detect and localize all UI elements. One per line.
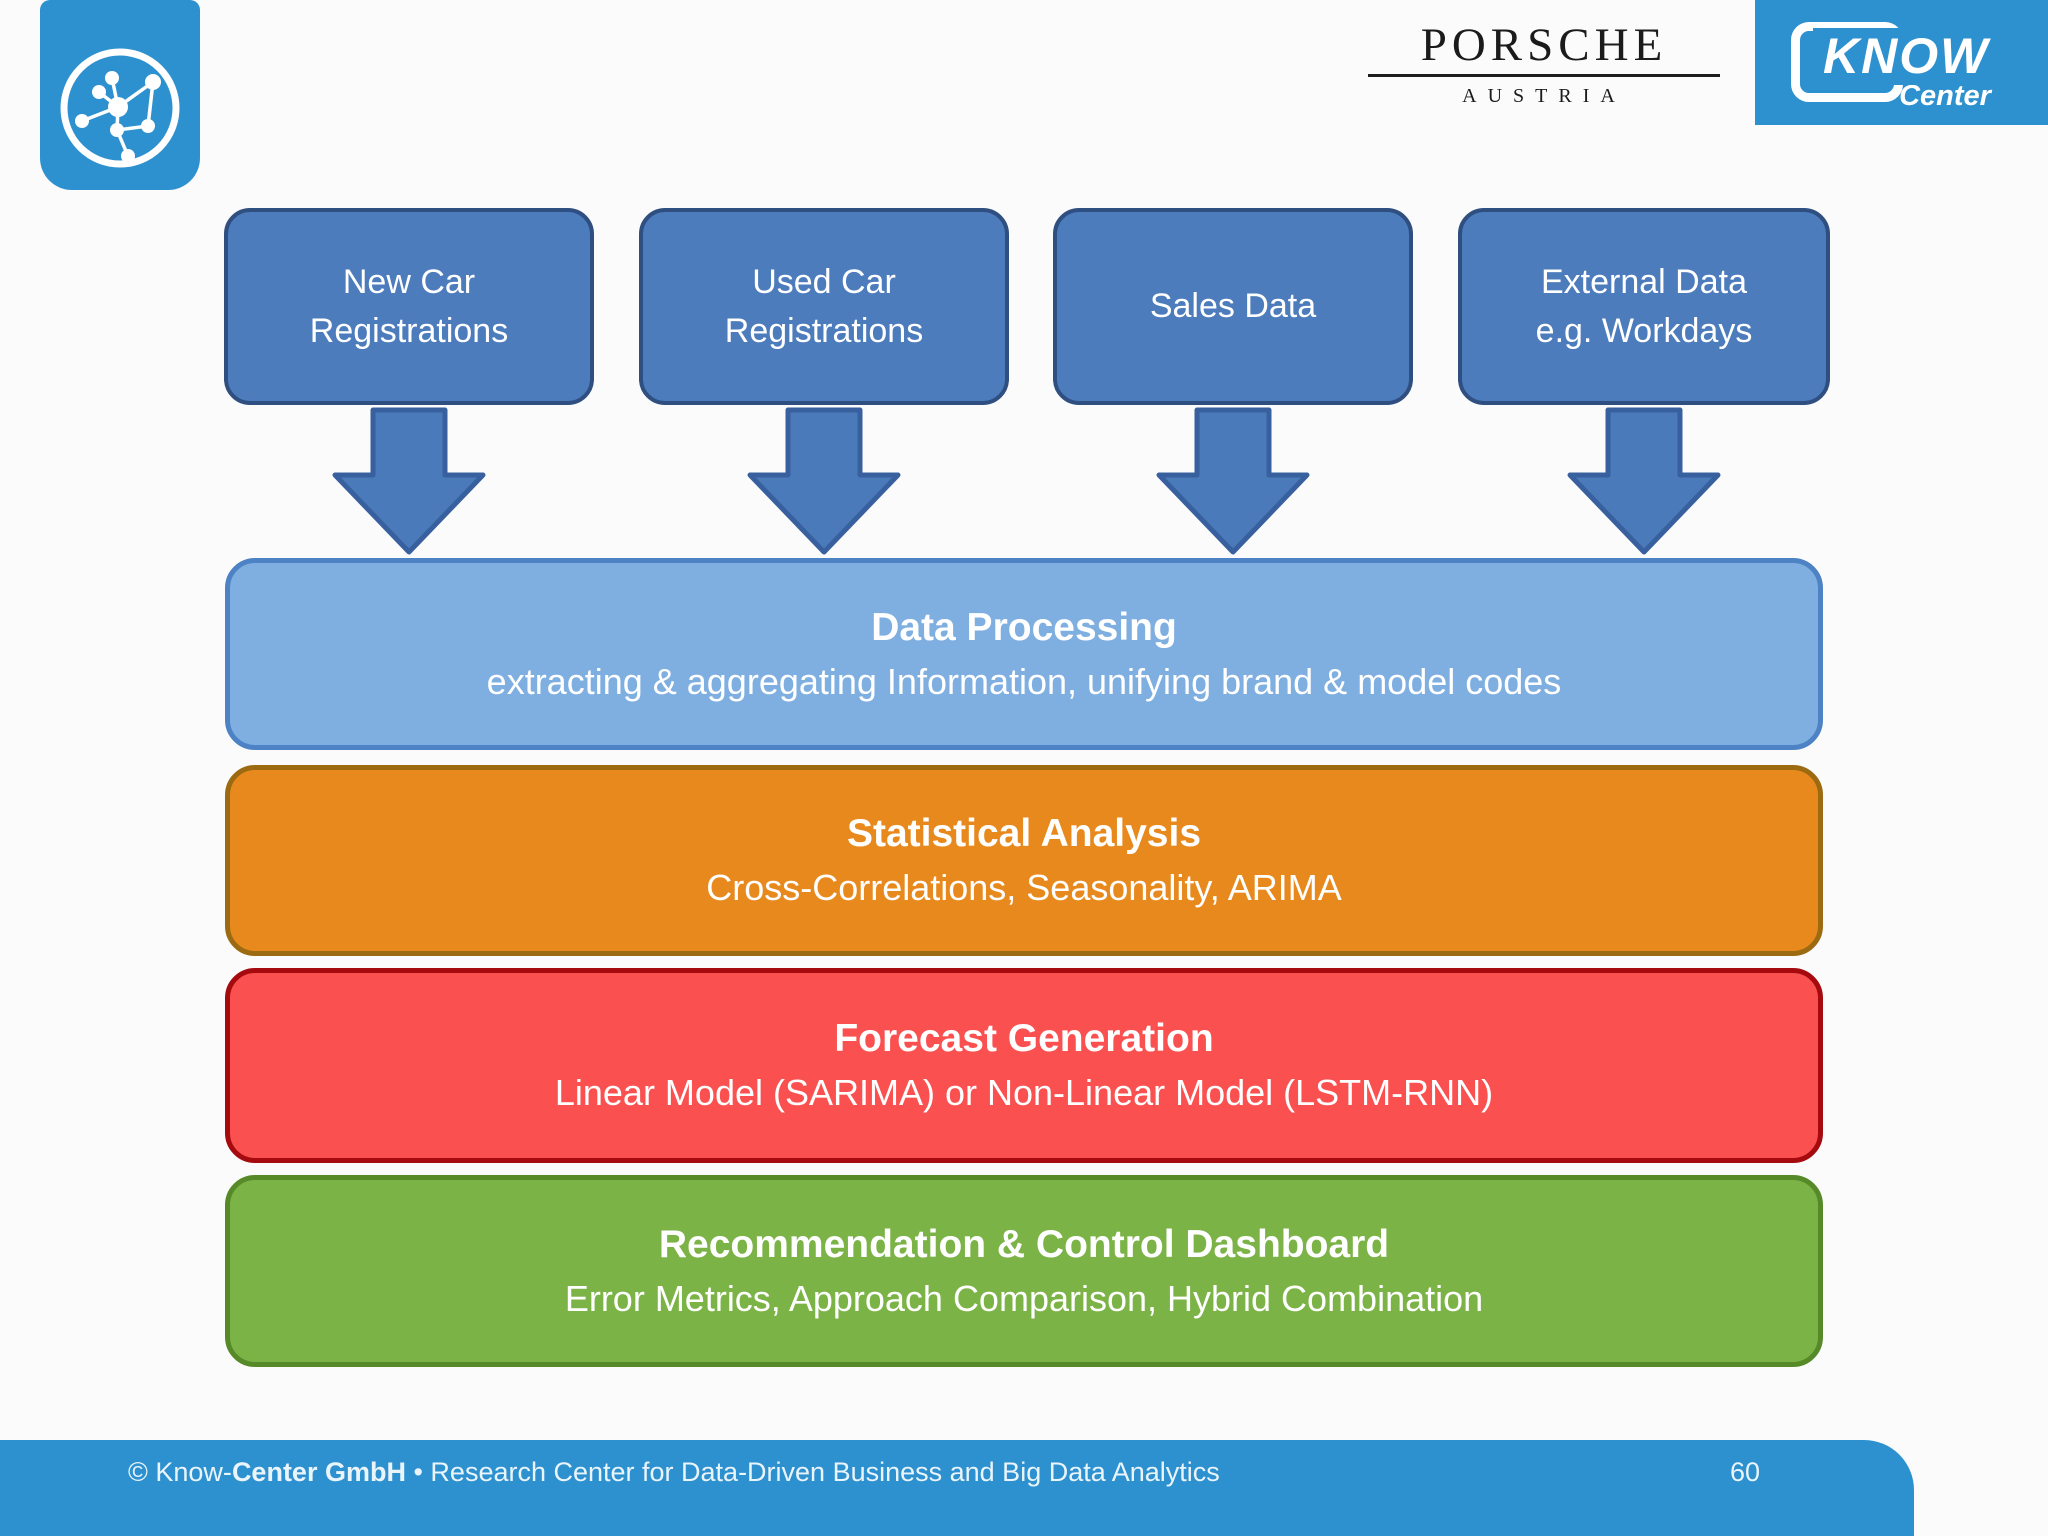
porsche-logo-region: AUSTRIA — [1462, 85, 1626, 107]
down-arrow-icon — [1567, 407, 1721, 555]
stage-title: Recommendation & Control Dashboard — [658, 1222, 1390, 1266]
source-label: New Car Registrations — [309, 263, 509, 350]
stage-box-forecast-generation: Forecast Generation Linear Model (SARIMA… — [225, 968, 1823, 1163]
know-logo-wordmark: KNOW — [1813, 28, 2000, 85]
stage-title: Forecast Generation — [834, 1017, 1214, 1061]
know-center-logo: KNOW Center — [1755, 0, 2048, 125]
stage-box-data-processing: Data Processing extracting & aggregating… — [225, 558, 1823, 750]
network-graph-icon — [60, 48, 180, 168]
source-box-used-car-registrations: Used Car Registrations — [639, 208, 1009, 405]
porsche-logo-rule — [1368, 74, 1720, 77]
stage-box-statistical-analysis: Statistical Analysis Cross-Correlations,… — [225, 765, 1823, 956]
down-arrow-icon — [1156, 407, 1310, 555]
stage-title: Statistical Analysis — [846, 812, 1202, 856]
source-label: Used Car Registrations — [724, 263, 924, 350]
footer-bar: © Know-Center GmbH • Research Center for… — [0, 1440, 1914, 1536]
stage-subtitle: Cross-Correlations, Seasonality, ARIMA — [706, 867, 1342, 909]
copyright-company: Center GmbH — [231, 1457, 406, 1487]
stage-box-recommendation-dashboard: Recommendation & Control Dashboard Error… — [225, 1175, 1823, 1367]
source-label: External Data e.g. Workdays — [1535, 263, 1753, 350]
porsche-austria-logo: PORSCHE AUSTRIA — [1368, 22, 1720, 108]
stage-subtitle: Linear Model (SARIMA) or Non-Linear Mode… — [554, 1072, 1494, 1114]
page-number: 60 — [1729, 1457, 1761, 1487]
stage-subtitle: extracting & aggregating Information, un… — [486, 660, 1562, 702]
down-arrow-icon — [332, 407, 486, 555]
know-center-app-tile — [40, 0, 200, 190]
copyright-text: © Know-Center GmbH • Research Center for… — [128, 1457, 1220, 1488]
copyright-rest: • Research Center for Data-Driven Busine… — [405, 1457, 1220, 1487]
stage-title: Data Processing — [871, 605, 1177, 649]
source-box-sales-data: Sales Data — [1053, 208, 1413, 405]
source-box-external-data: External Data e.g. Workdays — [1458, 208, 1830, 405]
porsche-logo-wordmark: PORSCHE — [1420, 19, 1668, 71]
source-box-new-car-registrations: New Car Registrations — [224, 208, 594, 405]
source-label: Sales Data — [1149, 287, 1317, 326]
know-logo-subtitle: Center — [1899, 80, 1991, 112]
stage-subtitle: Error Metrics, Approach Comparison, Hybr… — [564, 1277, 1484, 1319]
copyright-prefix: © Know- — [128, 1457, 232, 1487]
down-arrow-icon — [747, 407, 901, 555]
